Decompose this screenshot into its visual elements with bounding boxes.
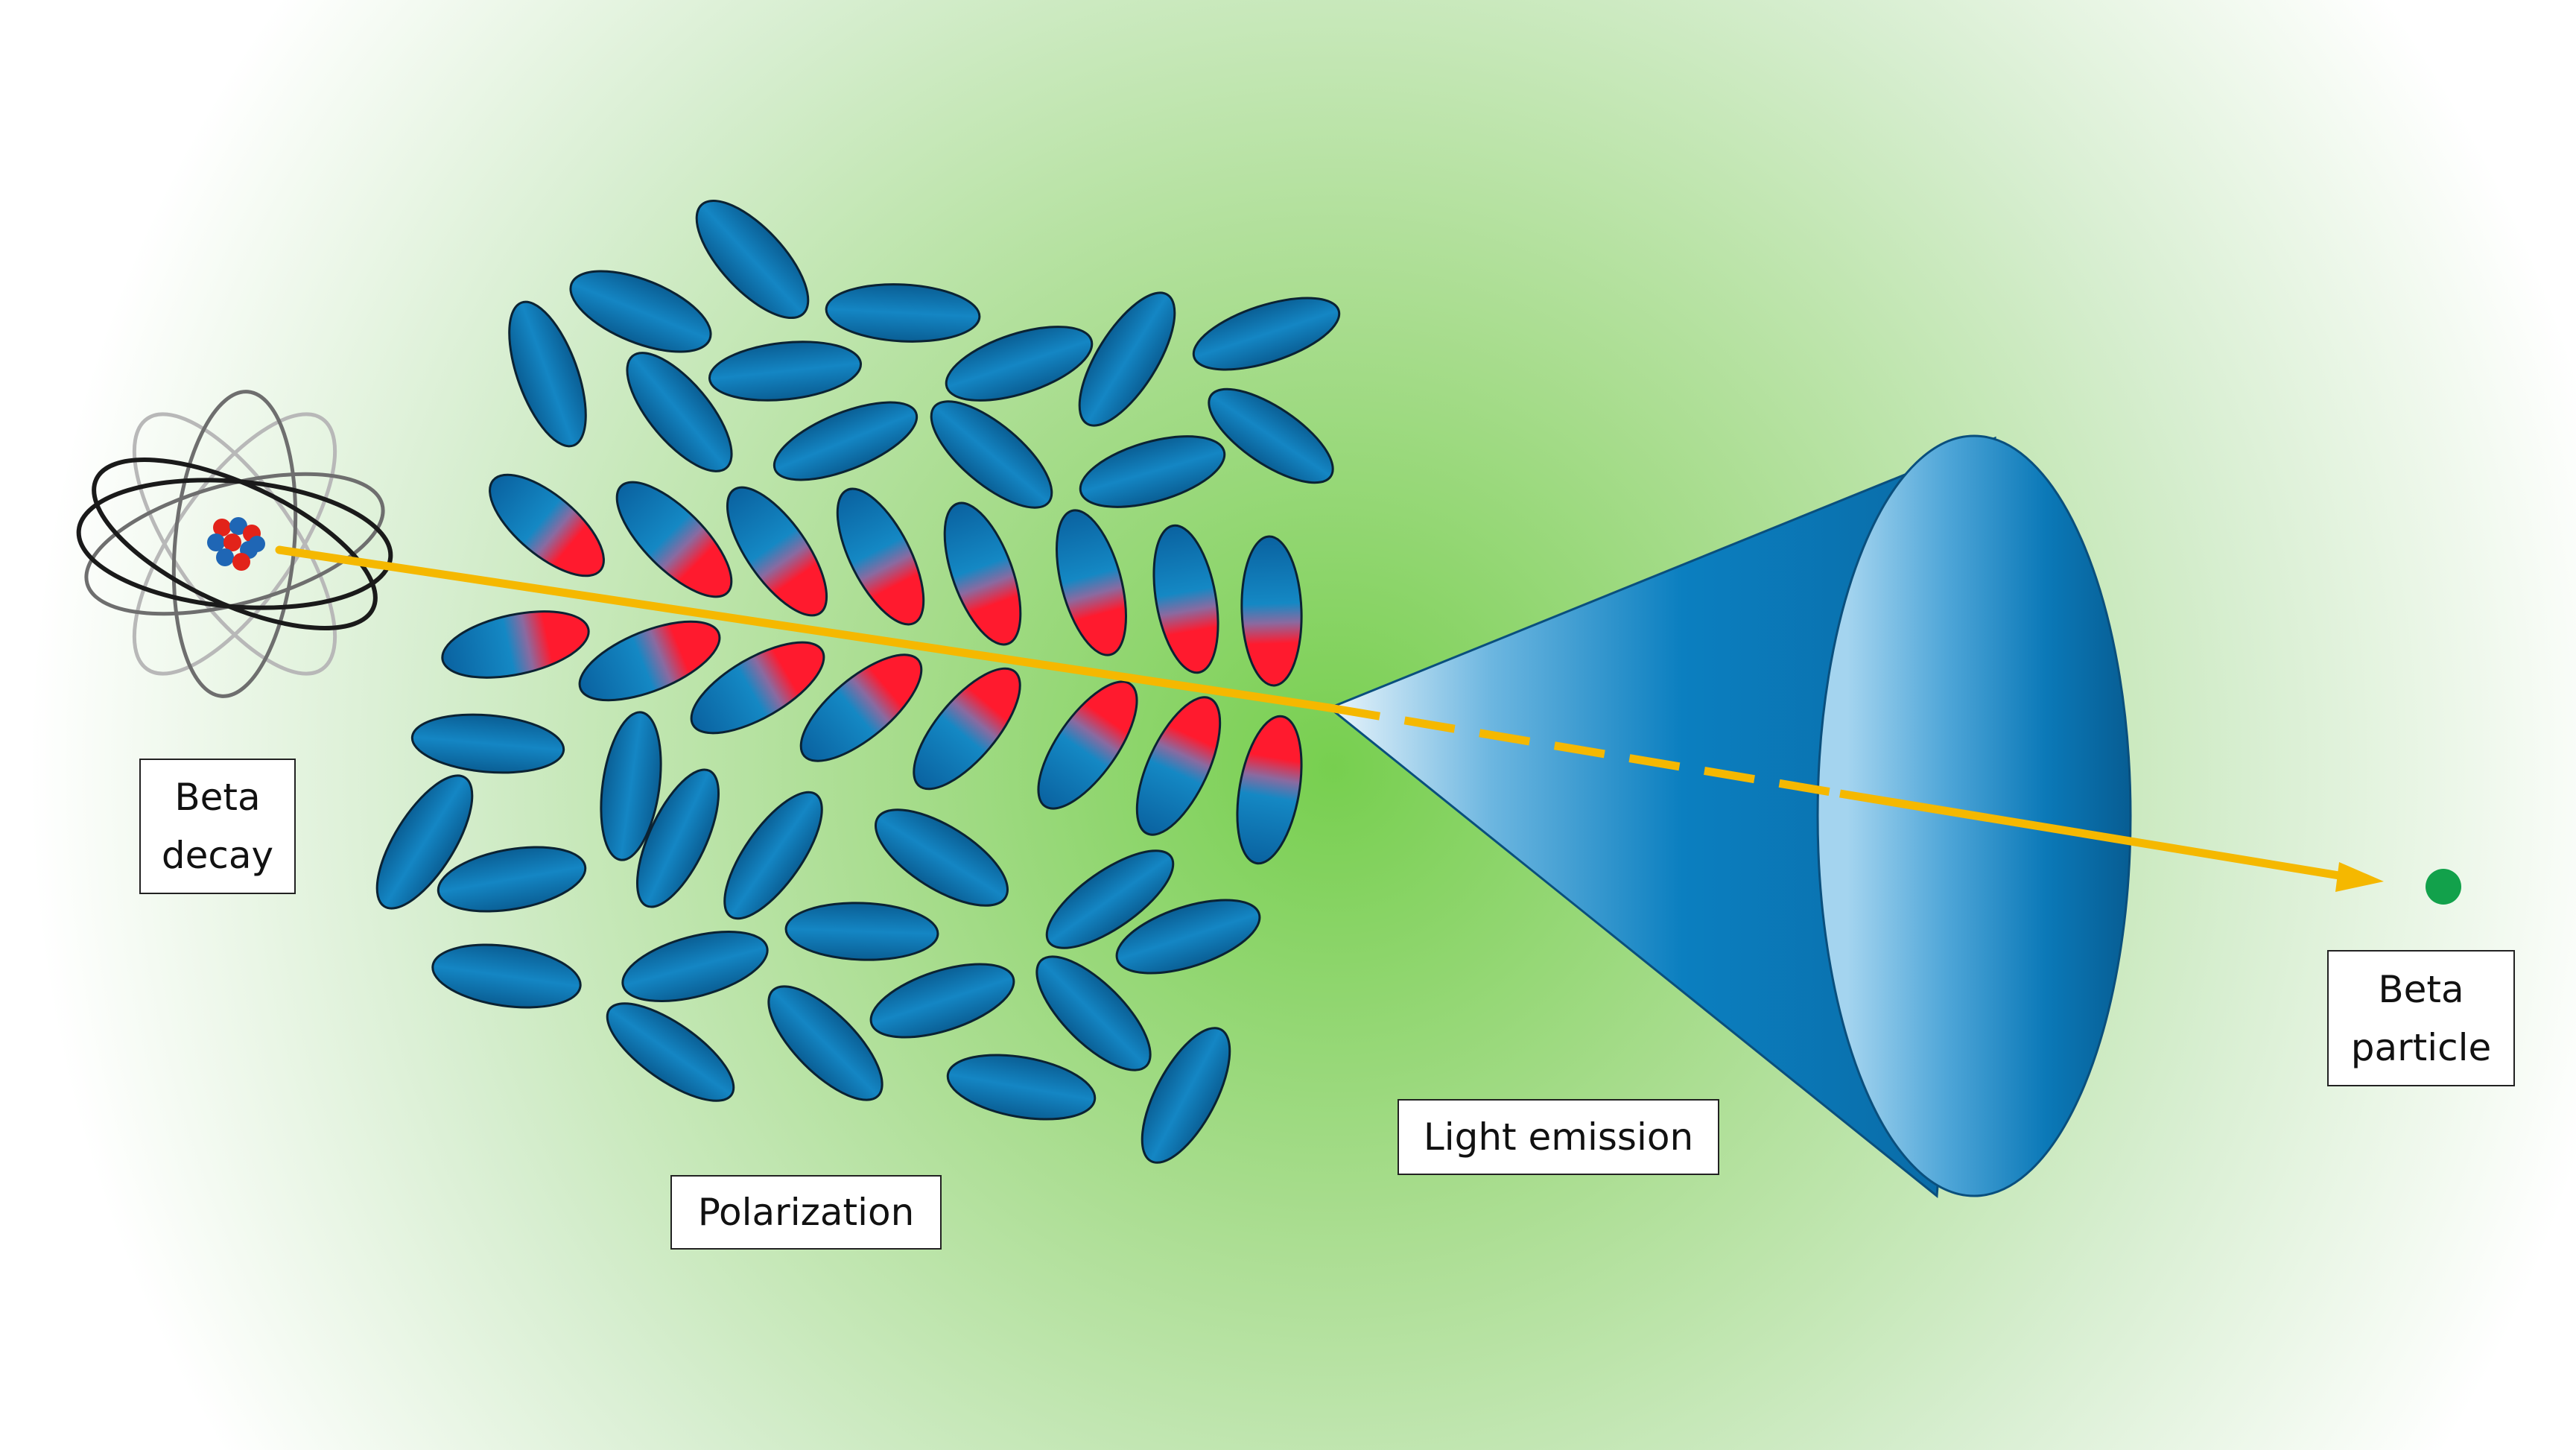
molecule — [1078, 291, 1176, 427]
polarized-molecule — [690, 641, 825, 735]
arrowhead-icon — [2335, 862, 2384, 892]
molecule — [1192, 297, 1341, 371]
molecule — [635, 768, 720, 908]
label-light-emission: Light emission — [1398, 1099, 1719, 1175]
molecule — [1079, 435, 1226, 508]
polarized-molecule — [615, 481, 733, 598]
molecule — [869, 963, 1015, 1039]
polarized-molecule — [1135, 696, 1222, 836]
molecule — [767, 985, 883, 1101]
molecule — [600, 711, 662, 861]
track-dashed — [1329, 703, 1841, 798]
molecule — [375, 774, 474, 910]
molecule — [508, 300, 587, 448]
molecule — [410, 713, 565, 774]
molecule — [437, 846, 587, 913]
polarized-molecule — [1240, 535, 1303, 687]
molecule — [606, 1002, 735, 1102]
molecule-field — [375, 199, 1341, 1164]
label-beta-decay: Beta decay — [139, 759, 296, 894]
label-polarization: Polarization — [670, 1175, 942, 1250]
beta-decay-line2: decay — [161, 834, 274, 877]
molecule — [784, 902, 939, 961]
atom-icon — [76, 390, 393, 698]
molecule — [1208, 387, 1334, 484]
light-emission-text: Light emission — [1423, 1115, 1694, 1159]
molecule — [708, 341, 863, 402]
track-exit — [1839, 789, 2340, 880]
polarized-molecule — [1037, 680, 1138, 810]
molecule — [695, 199, 810, 320]
track-solid — [275, 545, 1334, 712]
label-beta-particle: Beta particle — [2327, 950, 2515, 1086]
molecule — [621, 930, 769, 1003]
molecule — [946, 1054, 1097, 1121]
polarized-molecule — [799, 653, 923, 762]
polarization-text: Polarization — [697, 1191, 915, 1234]
molecule — [825, 283, 981, 343]
nucleus-icon — [207, 517, 265, 571]
beta-decay-line1: Beta — [174, 776, 261, 819]
beta-track — [275, 545, 2384, 892]
particle-dot-icon — [2426, 869, 2461, 905]
molecule — [569, 270, 712, 353]
molecule — [1035, 955, 1152, 1071]
molecule — [875, 808, 1009, 907]
molecule — [773, 401, 919, 481]
molecule — [1141, 1027, 1231, 1164]
molecule — [1115, 899, 1261, 975]
molecule — [1045, 849, 1175, 949]
polarized-molecule — [943, 501, 1022, 646]
polarized-molecule — [913, 667, 1021, 791]
beta-particle-line1: Beta — [2378, 967, 2464, 1011]
polarized-molecule — [726, 486, 828, 617]
molecule — [626, 352, 733, 472]
molecule — [945, 326, 1094, 402]
polarized-molecule — [489, 473, 605, 577]
molecule — [431, 943, 582, 1009]
polarized-molecule — [1055, 509, 1128, 656]
polarized-molecule — [1236, 715, 1303, 865]
polarized-molecule — [1152, 524, 1219, 674]
polarized-molecule — [836, 487, 925, 626]
molecule — [723, 791, 823, 920]
molecule — [930, 400, 1053, 509]
polarized-molecule — [441, 610, 590, 679]
polarized-molecule — [578, 620, 721, 702]
beta-particle-line2: particle — [2350, 1025, 2492, 1069]
